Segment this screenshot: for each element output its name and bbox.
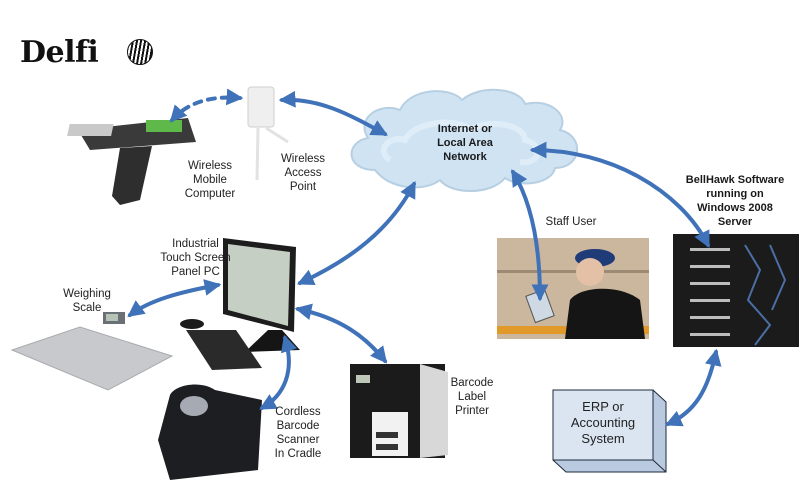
staff-user-photo: [497, 238, 649, 339]
weighing-scale-device: [10, 312, 174, 391]
arrow-panel-pc-to-scale: [127, 279, 222, 318]
label-erp: ERP or Accounting System: [570, 399, 636, 446]
arrow-access-point-to-network: [278, 90, 388, 136]
barcode-scanner-device: [158, 384, 262, 480]
arrow-server-to-erp: [664, 348, 722, 427]
label-server: BellHawk Software running on Windows 200…: [685, 174, 785, 228]
label-network: Internet or Local Area Network: [437, 123, 493, 163]
arrow-network-to-server: [529, 141, 710, 248]
label-scale: Weighing Scale: [63, 288, 111, 314]
label-printer: Barcode Label Printer: [450, 377, 494, 417]
arrow-panel-pc-to-printer: [294, 303, 388, 364]
arrow-network-to-panel-pc: [296, 181, 416, 286]
barcode-printer-device: [350, 364, 448, 458]
server-rack: [673, 234, 799, 347]
erp-box: [552, 389, 667, 473]
delfi-logo-text: Delfi: [20, 35, 99, 70]
label-scanner: Cordless Barcode Scanner In Cradle: [274, 406, 322, 460]
label-panel-pc: Industrial Touch Screen Panel PC: [160, 238, 231, 278]
label-staff-user: Staff User: [545, 216, 597, 228]
mobile-computer-device: [67, 118, 196, 205]
label-mobile-computer: Wireless Mobile Computer: [184, 160, 236, 200]
arrow-mobile-to-access-point: [169, 88, 244, 123]
arrow-panel-pc-to-scanner: [259, 334, 298, 410]
delfi-logo-mark-icon: [127, 39, 153, 65]
label-access-point: Wireless Access Point: [280, 153, 326, 193]
access-point-device: [247, 86, 289, 181]
